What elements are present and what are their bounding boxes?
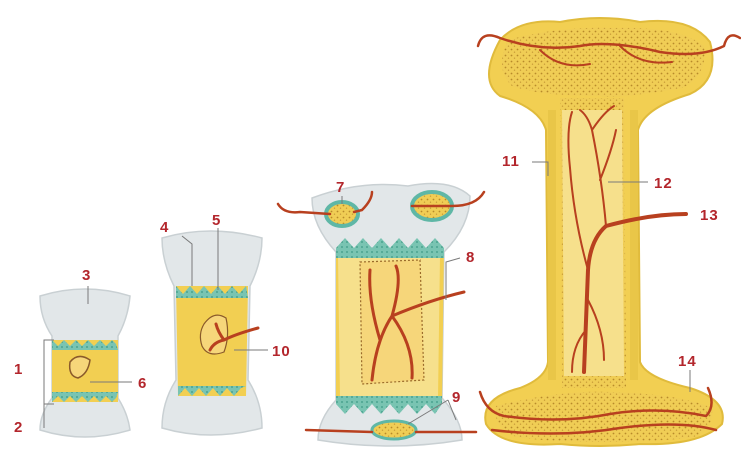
label-11: 11	[502, 153, 520, 170]
label-2: 2	[14, 419, 23, 436]
bone-stage-1	[40, 289, 130, 437]
label-8: 8	[466, 249, 475, 266]
label-7: 7	[336, 179, 345, 196]
label-3: 3	[82, 267, 91, 284]
label-12: 12	[654, 175, 673, 192]
label-13: 13	[700, 207, 719, 224]
label-5: 5	[212, 212, 221, 229]
label-1: 1	[14, 361, 23, 378]
bone-stage-4	[478, 18, 740, 446]
label-4: 4	[160, 219, 169, 236]
proximal-epiphysis	[502, 28, 705, 97]
label-6: 6	[138, 375, 147, 392]
label-9: 9	[452, 389, 461, 406]
label-10: 10	[272, 343, 291, 360]
distal-epiphysis	[496, 392, 713, 442]
bone-stage-3	[278, 184, 484, 446]
label-14: 14	[678, 353, 697, 370]
bone-stage-2	[162, 231, 262, 435]
